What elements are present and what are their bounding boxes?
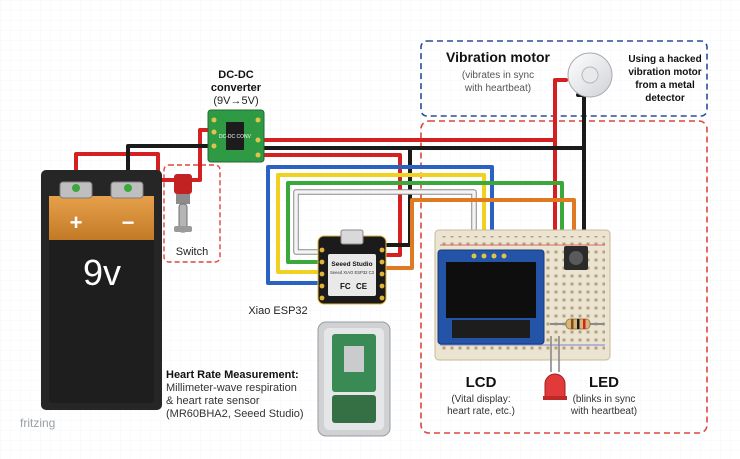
wire-ground-to-mcu <box>260 146 412 247</box>
display-led-group-box <box>420 120 708 434</box>
mcu-fc-mark: FC <box>340 282 351 291</box>
vibration-motor-group-box <box>420 40 708 117</box>
switch-group-box <box>163 164 221 263</box>
lcd-line2: heart rate, etc.) <box>447 406 515 417</box>
converter-title-line2: converter <box>211 82 262 94</box>
vibration-motor-desc-line1: Using a hacked <box>628 54 701 65</box>
vibration-motor-note-line1: (vibrates in sync <box>462 70 534 81</box>
wire-orange-button <box>384 198 576 270</box>
switch-label: Switch <box>176 246 208 258</box>
led-title: LED <box>589 374 619 391</box>
converter-spec: (9V→5V) <box>213 95 258 107</box>
vibration-motor-desc-line3: from a metal <box>635 80 695 91</box>
sensor-line2: & heart rate sensor <box>166 395 260 407</box>
sensor-line3: (MR60BHA2, Seeed Studio) <box>166 408 304 420</box>
vibration-motor-desc-line4: detector <box>645 93 685 104</box>
sensor-line1: Millimeter-wave respiration <box>166 382 297 394</box>
battery-minus-label: − <box>122 210 135 235</box>
battery-9v: + − 9v <box>41 170 162 410</box>
resistor <box>550 318 604 330</box>
battery-voltage-label: 9v <box>83 252 121 293</box>
mmwave-sensor <box>317 321 391 437</box>
wire-5v-to-mcu <box>260 153 402 257</box>
vibration-motor-note-line2: with heartbeat) <box>464 83 531 94</box>
oled-lcd <box>437 249 545 345</box>
battery-plus-label: + <box>70 210 83 235</box>
wire-battery-plus <box>74 152 176 187</box>
wires <box>74 78 586 285</box>
red-led <box>543 336 567 400</box>
sensor-title: Heart Rate Measurement: <box>166 369 299 381</box>
vibration-motor-title: Vibration motor <box>446 49 551 65</box>
converter-chip-text: DC-DC CONV <box>219 134 252 140</box>
lcd-title: LCD <box>466 374 497 391</box>
mcu-model: Seeed XIAO ESP32 C3 <box>330 270 375 275</box>
led-line2: with heartbeat) <box>570 406 637 417</box>
toggle-switch: Switch <box>174 174 208 258</box>
mcu-label: Xiao ESP32 <box>248 305 307 317</box>
led-line1: (blinks in sync <box>573 394 636 405</box>
vibration-motor-desc-line2: vibration motor <box>628 67 701 78</box>
mcu-brand: Seeed Studio <box>331 261 372 268</box>
xiao-esp32-board: Seeed Studio Seeed XIAO ESP32 C3 FC CE <box>317 229 387 305</box>
fritzing-watermark: fritzing <box>20 416 55 430</box>
dc-dc-converter: DC-DC CONV DC-DC converter (9V→5V) <box>207 69 265 163</box>
converter-title-line1: DC-DC <box>218 69 253 81</box>
wire-blue-lcd <box>266 165 494 285</box>
mcu-ce-mark: CE <box>356 282 368 291</box>
wire-white-lcd <box>294 190 476 256</box>
push-button <box>564 246 588 270</box>
vibration-motor <box>567 52 613 98</box>
lcd-line1: (Vital display: <box>451 394 510 405</box>
wire-switch-to-converter <box>188 128 214 182</box>
